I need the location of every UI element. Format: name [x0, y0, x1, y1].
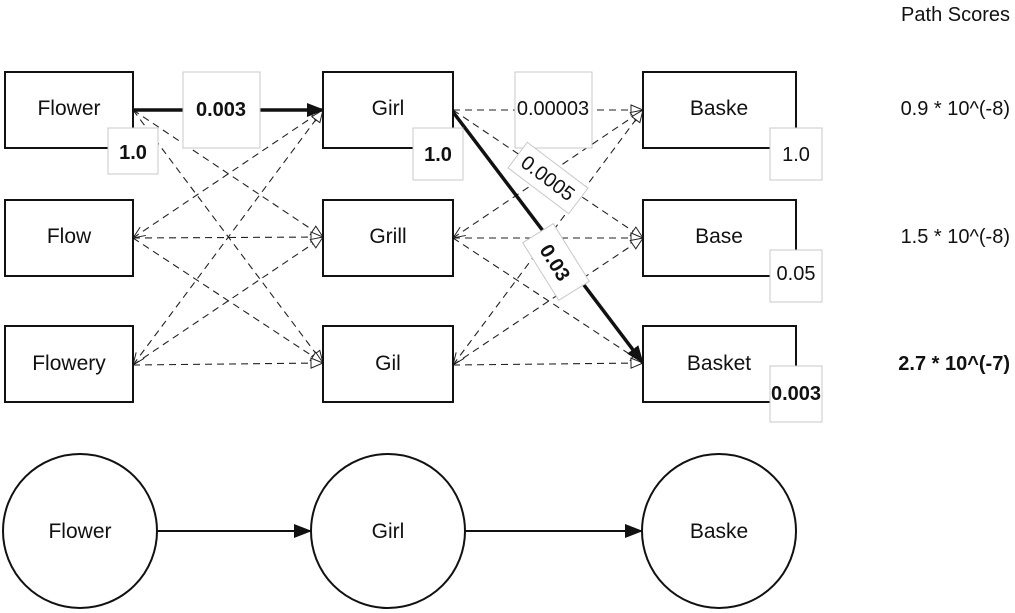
edge-label-flower-girl: 0.003 [196, 99, 246, 121]
score-base: 0.05 [777, 263, 816, 285]
chain-label-flower: Flower [48, 520, 111, 543]
node-label-flowery: Flowery [32, 352, 106, 375]
node-label-grill: Grill [369, 225, 406, 248]
edge-label-girl-baske: 0.00003 [517, 98, 589, 120]
score-box-basket [769, 365, 823, 423]
score-basket: 0.003 [771, 383, 821, 405]
node-label-gil: Gil [375, 352, 401, 375]
score-box-flower [107, 127, 159, 175]
path-scores-title: Path Scores [901, 4, 1010, 26]
node-label-baske: Baske [690, 97, 748, 120]
node-baske [642, 71, 797, 149]
node-label-basket: Basket [687, 352, 751, 375]
chain-label-girl: Girl [372, 520, 405, 543]
score-box-girl [412, 127, 464, 181]
path-score-2: 1.5 * 10^(-8) [901, 226, 1010, 248]
chain-label-baske: Baske [690, 520, 748, 543]
score-box-baske [769, 127, 823, 181]
node-flowery [4, 325, 134, 403]
dashed-edges-col1-col2 [133, 110, 323, 365]
score-girl: 1.0 [424, 144, 452, 166]
path-score-1: 0.9 * 10^(-8) [901, 98, 1010, 120]
edge-label-box-flower-girl [182, 71, 261, 149]
node-label-flow: Flow [47, 225, 92, 248]
edge-label-group-girl-basket: 0.03 [522, 222, 590, 302]
edge-label-box-girl-baske [514, 71, 593, 149]
node-flow [4, 199, 134, 277]
node-label-base: Base [695, 225, 743, 248]
score-baske: 1.0 [782, 144, 810, 166]
score-flower: 1.0 [119, 142, 147, 164]
node-label-flower: Flower [37, 97, 100, 120]
node-gil [322, 325, 454, 403]
score-box-base [769, 249, 823, 303]
node-label-girl: Girl [372, 97, 405, 120]
node-grill [322, 199, 454, 277]
path-score-3: 2.7 * 10^(-7) [898, 353, 1010, 375]
